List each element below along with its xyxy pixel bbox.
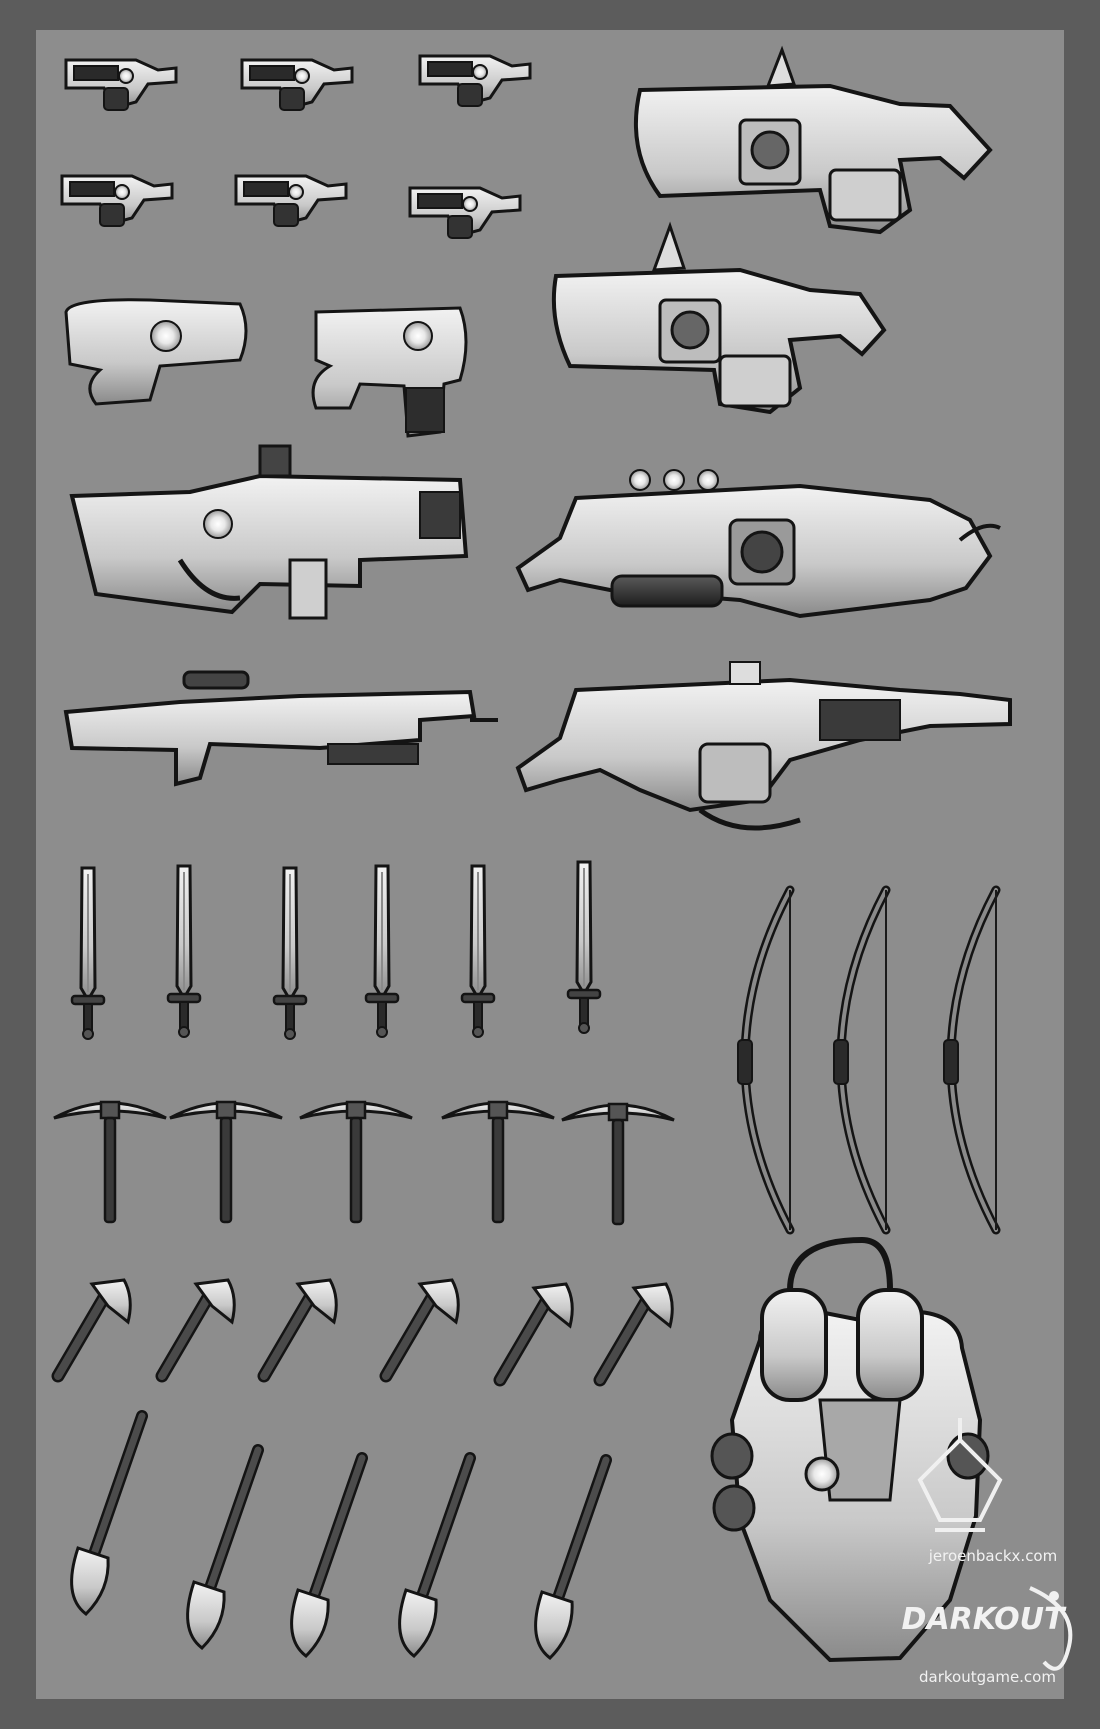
pickaxe-icon	[298, 1100, 414, 1224]
sword-icon	[272, 866, 308, 1041]
bow-icon	[834, 890, 886, 1230]
shovel-icon	[188, 1450, 258, 1648]
axe-icon	[600, 1284, 672, 1380]
pistol-icon	[408, 186, 522, 240]
pickaxe-icon	[168, 1100, 284, 1224]
sword-icon	[460, 864, 496, 1039]
artist-website-text: jeroenbackx.com	[928, 1547, 1058, 1565]
pickaxe-icon	[560, 1102, 676, 1226]
heavy-blaster-icon	[633, 45, 993, 235]
game-website-text: darkoutgame.com	[919, 1668, 1056, 1686]
bow-icon	[944, 890, 996, 1230]
jetpack-icon	[710, 1236, 990, 1663]
pistol-icon	[64, 58, 178, 112]
plasma-cannon-icon	[515, 661, 1012, 831]
axe-icon	[500, 1284, 572, 1380]
pistol-icon	[418, 54, 532, 108]
darkout-logo-icon	[1029, 1586, 1073, 1671]
game-logo-text: DARKOUT	[901, 1602, 1065, 1637]
pistol-icon	[234, 174, 348, 228]
shovel-icon	[536, 1460, 606, 1658]
pistol-icon	[64, 298, 248, 406]
sniper-rifle-icon	[63, 670, 498, 787]
sword-icon	[364, 864, 400, 1039]
sword-icon	[70, 866, 106, 1041]
pistol-icon	[240, 58, 354, 112]
heavy-blaster-icon	[551, 221, 887, 415]
pickaxe-icon	[52, 1100, 168, 1224]
jb3d-logo-icon	[917, 1418, 1003, 1532]
pickaxe-icon	[440, 1100, 556, 1224]
pistol-icon	[311, 306, 468, 438]
axe-icon	[264, 1280, 336, 1376]
sword-icon	[166, 864, 202, 1039]
axe-icon	[58, 1280, 130, 1376]
axe-icon	[386, 1280, 458, 1376]
rifle-icon	[69, 444, 469, 620]
shovel-icon	[400, 1458, 470, 1656]
axe-icon	[162, 1280, 234, 1376]
shovel-icon	[292, 1458, 362, 1656]
pistol-icon	[60, 174, 174, 228]
sword-icon	[566, 860, 602, 1035]
shovel-icon	[72, 1416, 142, 1614]
bow-icon	[738, 890, 790, 1230]
plasma-cannon-icon	[515, 469, 1001, 619]
